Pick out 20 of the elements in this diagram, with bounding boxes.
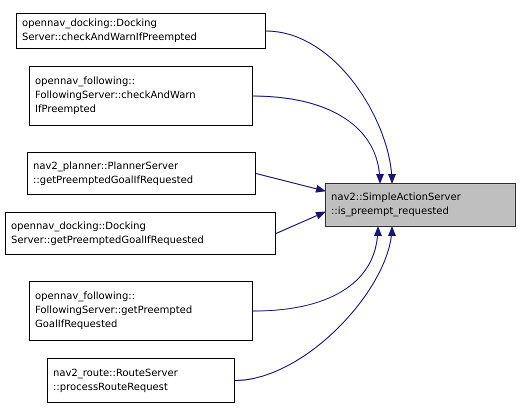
function-name: opennav_following:: FollowingServer::getPreempted GoalIfRequested — [35, 290, 194, 332]
function-box — [29, 281, 253, 341]
call-arrow — [266, 30, 396, 184]
call-arrow — [252, 226, 382, 312]
call-arrow — [256, 173, 326, 193]
highlighted-function-box — [325, 183, 516, 227]
call-arrow — [276, 212, 326, 234]
function-box — [29, 66, 253, 126]
function-name: opennav_docking::Docking Server::checkAndWarnIfPreempted — [22, 17, 198, 45]
function-name: opennav_docking::Docking Server::getPreemptedGoalIfRequested — [11, 220, 205, 248]
function-box — [27, 152, 256, 195]
function-box — [16, 13, 266, 49]
function-name: nav2_route::RouteServer ::processRouteRequest — [53, 366, 179, 394]
function-name: opennav_following:: FollowingServer::checkAndWarn IfPreempted — [35, 75, 197, 117]
function-box — [5, 212, 276, 255]
function-box — [47, 358, 235, 403]
function-name: nav2_planner::PlannerServer ::getPreemptedGoalIfRequested — [33, 160, 194, 188]
call-arrow — [252, 96, 384, 184]
function-name: nav2::SimpleActionServer ::is_preempt_requested — [331, 191, 462, 219]
call-arrow — [234, 226, 395, 381]
